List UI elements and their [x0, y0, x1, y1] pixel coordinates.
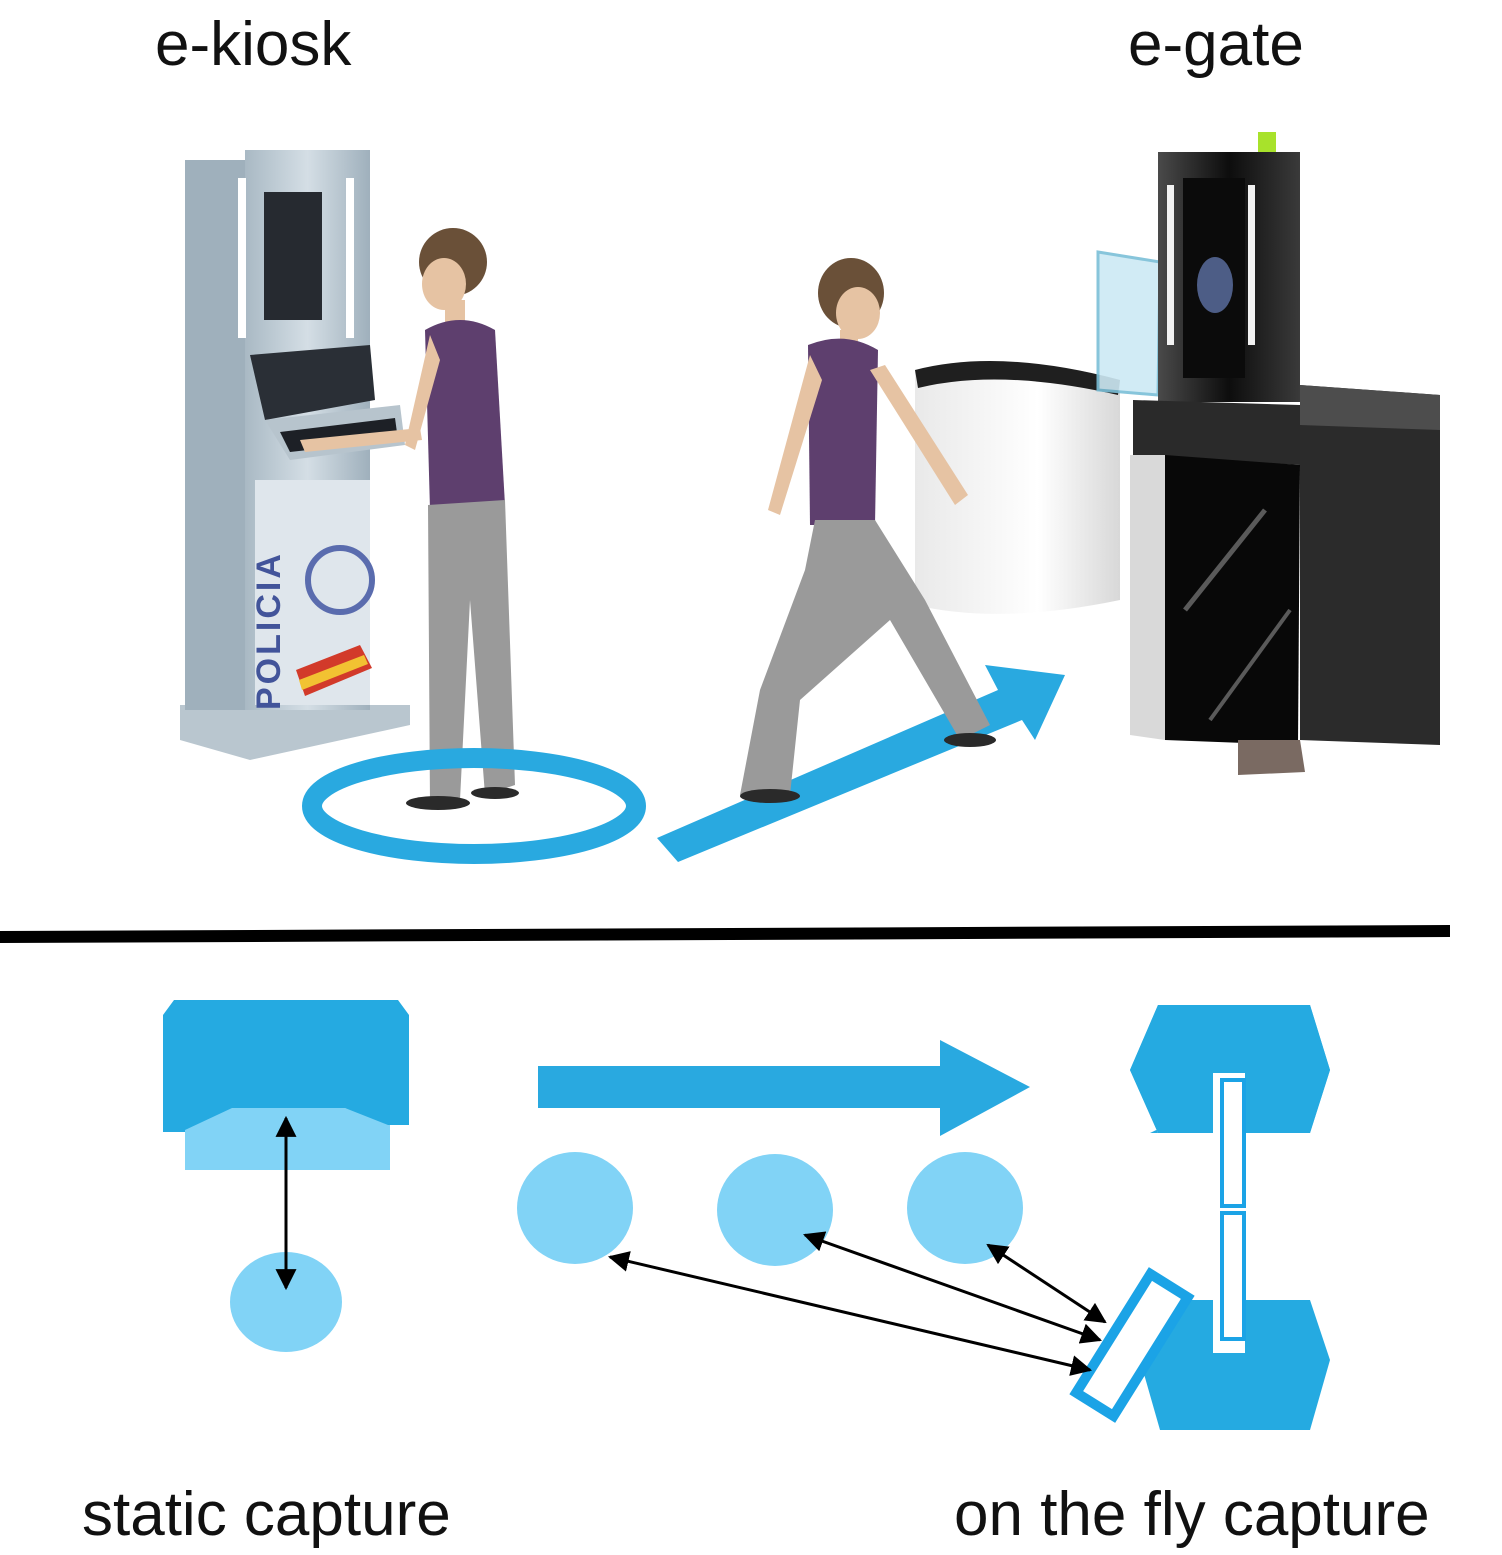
circle-marker-icon [302, 748, 646, 864]
static-capture-diagram [163, 1000, 409, 1352]
subject-position-icon [717, 1154, 833, 1266]
capture-camera-icon [1069, 1267, 1195, 1423]
direction-arrow-icon [657, 665, 1065, 862]
on-the-fly-diagram [517, 1005, 1330, 1430]
motion-arrow-icon [538, 1040, 1030, 1136]
caption-on-the-fly-capture: on the fly capture [954, 1480, 1430, 1549]
status-light-icon [1258, 132, 1276, 152]
person-walking [740, 258, 996, 803]
police-emblem-icon [305, 545, 375, 615]
title-e-gate: e-gate [1128, 10, 1304, 79]
subject-position-icon [230, 1252, 342, 1352]
capture-camera-icon [163, 1000, 409, 1132]
kiosk-illustration: POLICIA [180, 150, 410, 760]
egate-illustration [915, 132, 1440, 775]
subject-position-icon [517, 1152, 633, 1264]
title-e-kiosk: e-kiosk [155, 10, 352, 79]
caption-static-capture: static capture [82, 1480, 451, 1549]
gate-barrier-icon [1220, 1211, 1246, 1341]
divider-line [0, 925, 1450, 943]
gate-barrier-icon [1220, 1078, 1246, 1208]
kiosk-panel-text: POLICIA [250, 551, 288, 710]
subject-position-icon [907, 1152, 1023, 1264]
person-standing [300, 228, 519, 810]
gate-block-icon [1140, 1300, 1330, 1430]
